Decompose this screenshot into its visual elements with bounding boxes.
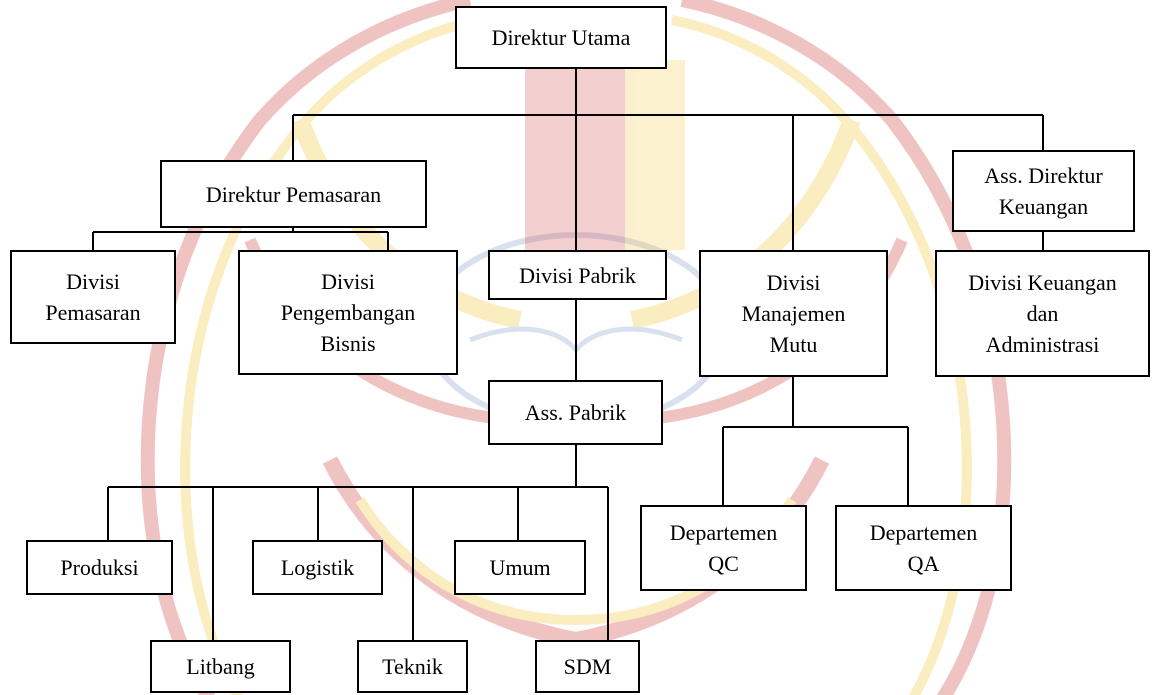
- label-line: Departemen: [869, 520, 978, 545]
- box-ass-pabrik: Ass. Pabrik: [488, 380, 663, 445]
- label-ass-pabrik: Ass. Pabrik: [524, 400, 627, 425]
- label-line: QC: [708, 551, 739, 576]
- label-produksi: Produksi: [60, 555, 139, 580]
- label-line: dan: [1026, 301, 1059, 326]
- label-line: Divisi Keuangan: [968, 270, 1117, 295]
- label-line: Administrasi: [985, 332, 1100, 357]
- label-line: QA: [907, 551, 940, 576]
- label-line: Departemen: [669, 520, 778, 545]
- box-sdm: SDM: [535, 640, 640, 693]
- box-direktur-pemasaran: Direktur Pemasaran: [160, 160, 427, 228]
- label-line: Pengembangan: [280, 300, 416, 325]
- label-divisi-pabrik: Divisi Pabrik: [519, 262, 636, 288]
- label-line: Divisi: [66, 269, 120, 294]
- label-line: Mutu: [769, 332, 818, 357]
- box-produksi: Produksi: [26, 540, 173, 595]
- label-line: Bisnis: [320, 331, 376, 356]
- label-line: Pemasaran: [45, 300, 141, 325]
- box-litbang: Litbang: [150, 640, 291, 693]
- label-line: Divisi: [321, 269, 375, 294]
- box-ass-direktur-keuangan: Ass. Direktur Keuangan: [952, 150, 1135, 232]
- box-direktur-utama: Direktur Utama: [455, 6, 667, 69]
- label-direktur-utama: Direktur Utama: [491, 25, 631, 50]
- label-logistik: Logistik: [280, 555, 355, 580]
- label-sdm: SDM: [563, 654, 612, 679]
- label-umum: Umum: [489, 555, 551, 580]
- label-litbang: Litbang: [186, 654, 255, 679]
- box-divisi-pemasaran: Divisi Pemasaran: [10, 250, 176, 344]
- box-departemen-qc: Departemen QC: [640, 505, 807, 591]
- box-divisi-keuangan-administrasi: Divisi Keuangan dan Administrasi: [935, 250, 1150, 377]
- box-departemen-qa: Departemen QA: [835, 505, 1012, 591]
- label-teknik: Teknik: [382, 654, 443, 679]
- label-line: Divisi: [766, 270, 821, 295]
- box-divisi-pengembangan-bisnis: Divisi Pengembangan Bisnis: [238, 250, 458, 375]
- box-logistik: Logistik: [252, 540, 383, 595]
- box-divisi-manajemen-mutu: Divisi Manajemen Mutu: [699, 250, 888, 377]
- label-line: Keuangan: [998, 194, 1089, 219]
- box-teknik: Teknik: [357, 640, 468, 693]
- box-divisi-pabrik: Divisi Pabrik: [488, 250, 667, 300]
- label-line: Ass. Direktur: [984, 163, 1103, 188]
- label-direktur-pemasaran: Direktur Pemasaran: [205, 181, 382, 207]
- label-line: Manajemen: [741, 301, 846, 326]
- box-umum: Umum: [454, 540, 586, 595]
